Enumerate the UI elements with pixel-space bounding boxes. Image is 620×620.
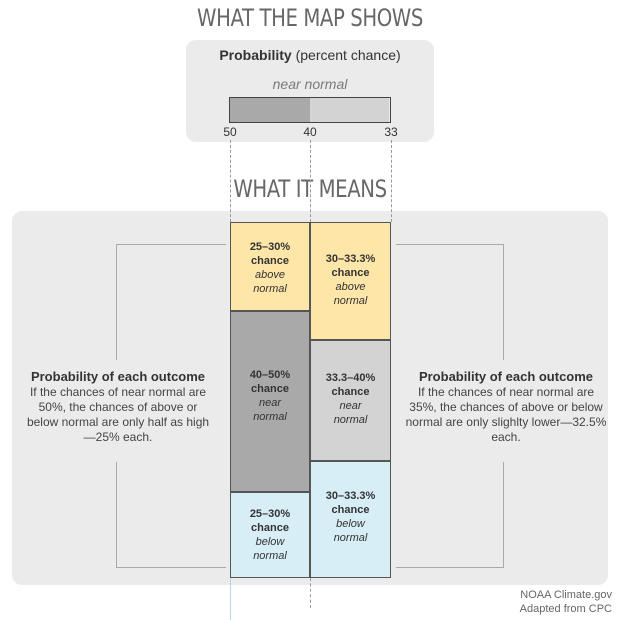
block-below-right: 30–33.3% chance below normal (310, 461, 391, 578)
block-chance: chance (331, 267, 370, 279)
block-range: 30–33.3% (325, 253, 376, 265)
credit-line: NOAA Climate.gov (520, 589, 612, 601)
block-chance: chance (251, 383, 289, 395)
scale-segment-high (230, 98, 310, 122)
guide-line (310, 578, 311, 608)
block-label: 33.3–40% chance near normal (311, 371, 390, 427)
block-range: 25–30% (249, 508, 291, 520)
block-label: 25–30% chance below normal (231, 507, 309, 563)
block-range: 30–33.3% (325, 490, 376, 502)
block-category: below (255, 536, 285, 548)
guide-line (230, 140, 231, 222)
credit-line: Adapted from CPC (519, 603, 612, 615)
block-near-left: 40–50% chance near normal (230, 311, 310, 492)
left-outcome-note: Probability of each outcome If the chanc… (26, 369, 210, 445)
scale-segment-low (310, 98, 389, 122)
block-normal: normal (333, 295, 368, 307)
block-chance: chance (251, 522, 289, 534)
guide-line (391, 140, 392, 222)
block-normal: normal (333, 532, 368, 544)
block-label: 25–30% chance above normal (231, 240, 309, 296)
outcome-body: If the chances of near normal are 35%, t… (405, 385, 607, 444)
bracket-gap (100, 360, 140, 462)
block-category: above (255, 269, 285, 281)
map-legend-panel (186, 40, 434, 142)
scale-tick-label: 50 (223, 125, 237, 139)
block-above-left: 25–30% chance above normal (230, 222, 310, 311)
legend-category-label: near normal (272, 76, 348, 92)
block-label: 30–33.3% chance below normal (311, 489, 390, 545)
block-normal: normal (253, 411, 287, 423)
map-section-heading: WHAT THE MAP SHOWS (197, 4, 423, 32)
scale-tick-label: 40 (303, 125, 317, 139)
block-chance: chance (251, 255, 289, 267)
block-label: 40–50% chance near normal (231, 368, 309, 424)
block-normal: normal (333, 414, 368, 426)
block-below-left: 25–30% chance below normal (230, 492, 310, 578)
block-label: 30–33.3% chance above normal (311, 252, 390, 308)
scale-tick-label: 33 (384, 125, 398, 139)
legend-title: Probability (percent chance) (186, 47, 434, 63)
block-category: above (335, 281, 366, 293)
block-category: near (339, 400, 362, 412)
block-category: near (258, 397, 282, 409)
outcome-body: If the chances of near normal are 50%, t… (26, 385, 210, 444)
right-outcome-note: Probability of each outcome If the chanc… (404, 369, 608, 445)
block-above-right: 30–33.3% chance above normal (310, 222, 391, 340)
block-range: 33.3–40% (325, 372, 376, 384)
block-near-right: 33.3–40% chance near normal (310, 340, 391, 461)
block-normal: normal (253, 283, 287, 295)
guide-line (310, 140, 311, 222)
guide-line (230, 578, 231, 620)
block-chance: chance (331, 386, 370, 398)
probability-scale-bar (229, 97, 391, 123)
outcome-title: Probability of each outcome (418, 369, 594, 384)
legend-title-rest: (percent chance) (291, 47, 401, 63)
outcome-title: Probability of each outcome (30, 369, 206, 384)
block-category: below (336, 518, 365, 530)
block-range: 40–50% (249, 369, 291, 381)
legend-title-bold: Probability (219, 47, 292, 63)
block-range: 25–30% (249, 241, 291, 253)
bracket-gap (484, 360, 524, 462)
block-normal: normal (253, 550, 287, 562)
block-chance: chance (331, 504, 370, 516)
